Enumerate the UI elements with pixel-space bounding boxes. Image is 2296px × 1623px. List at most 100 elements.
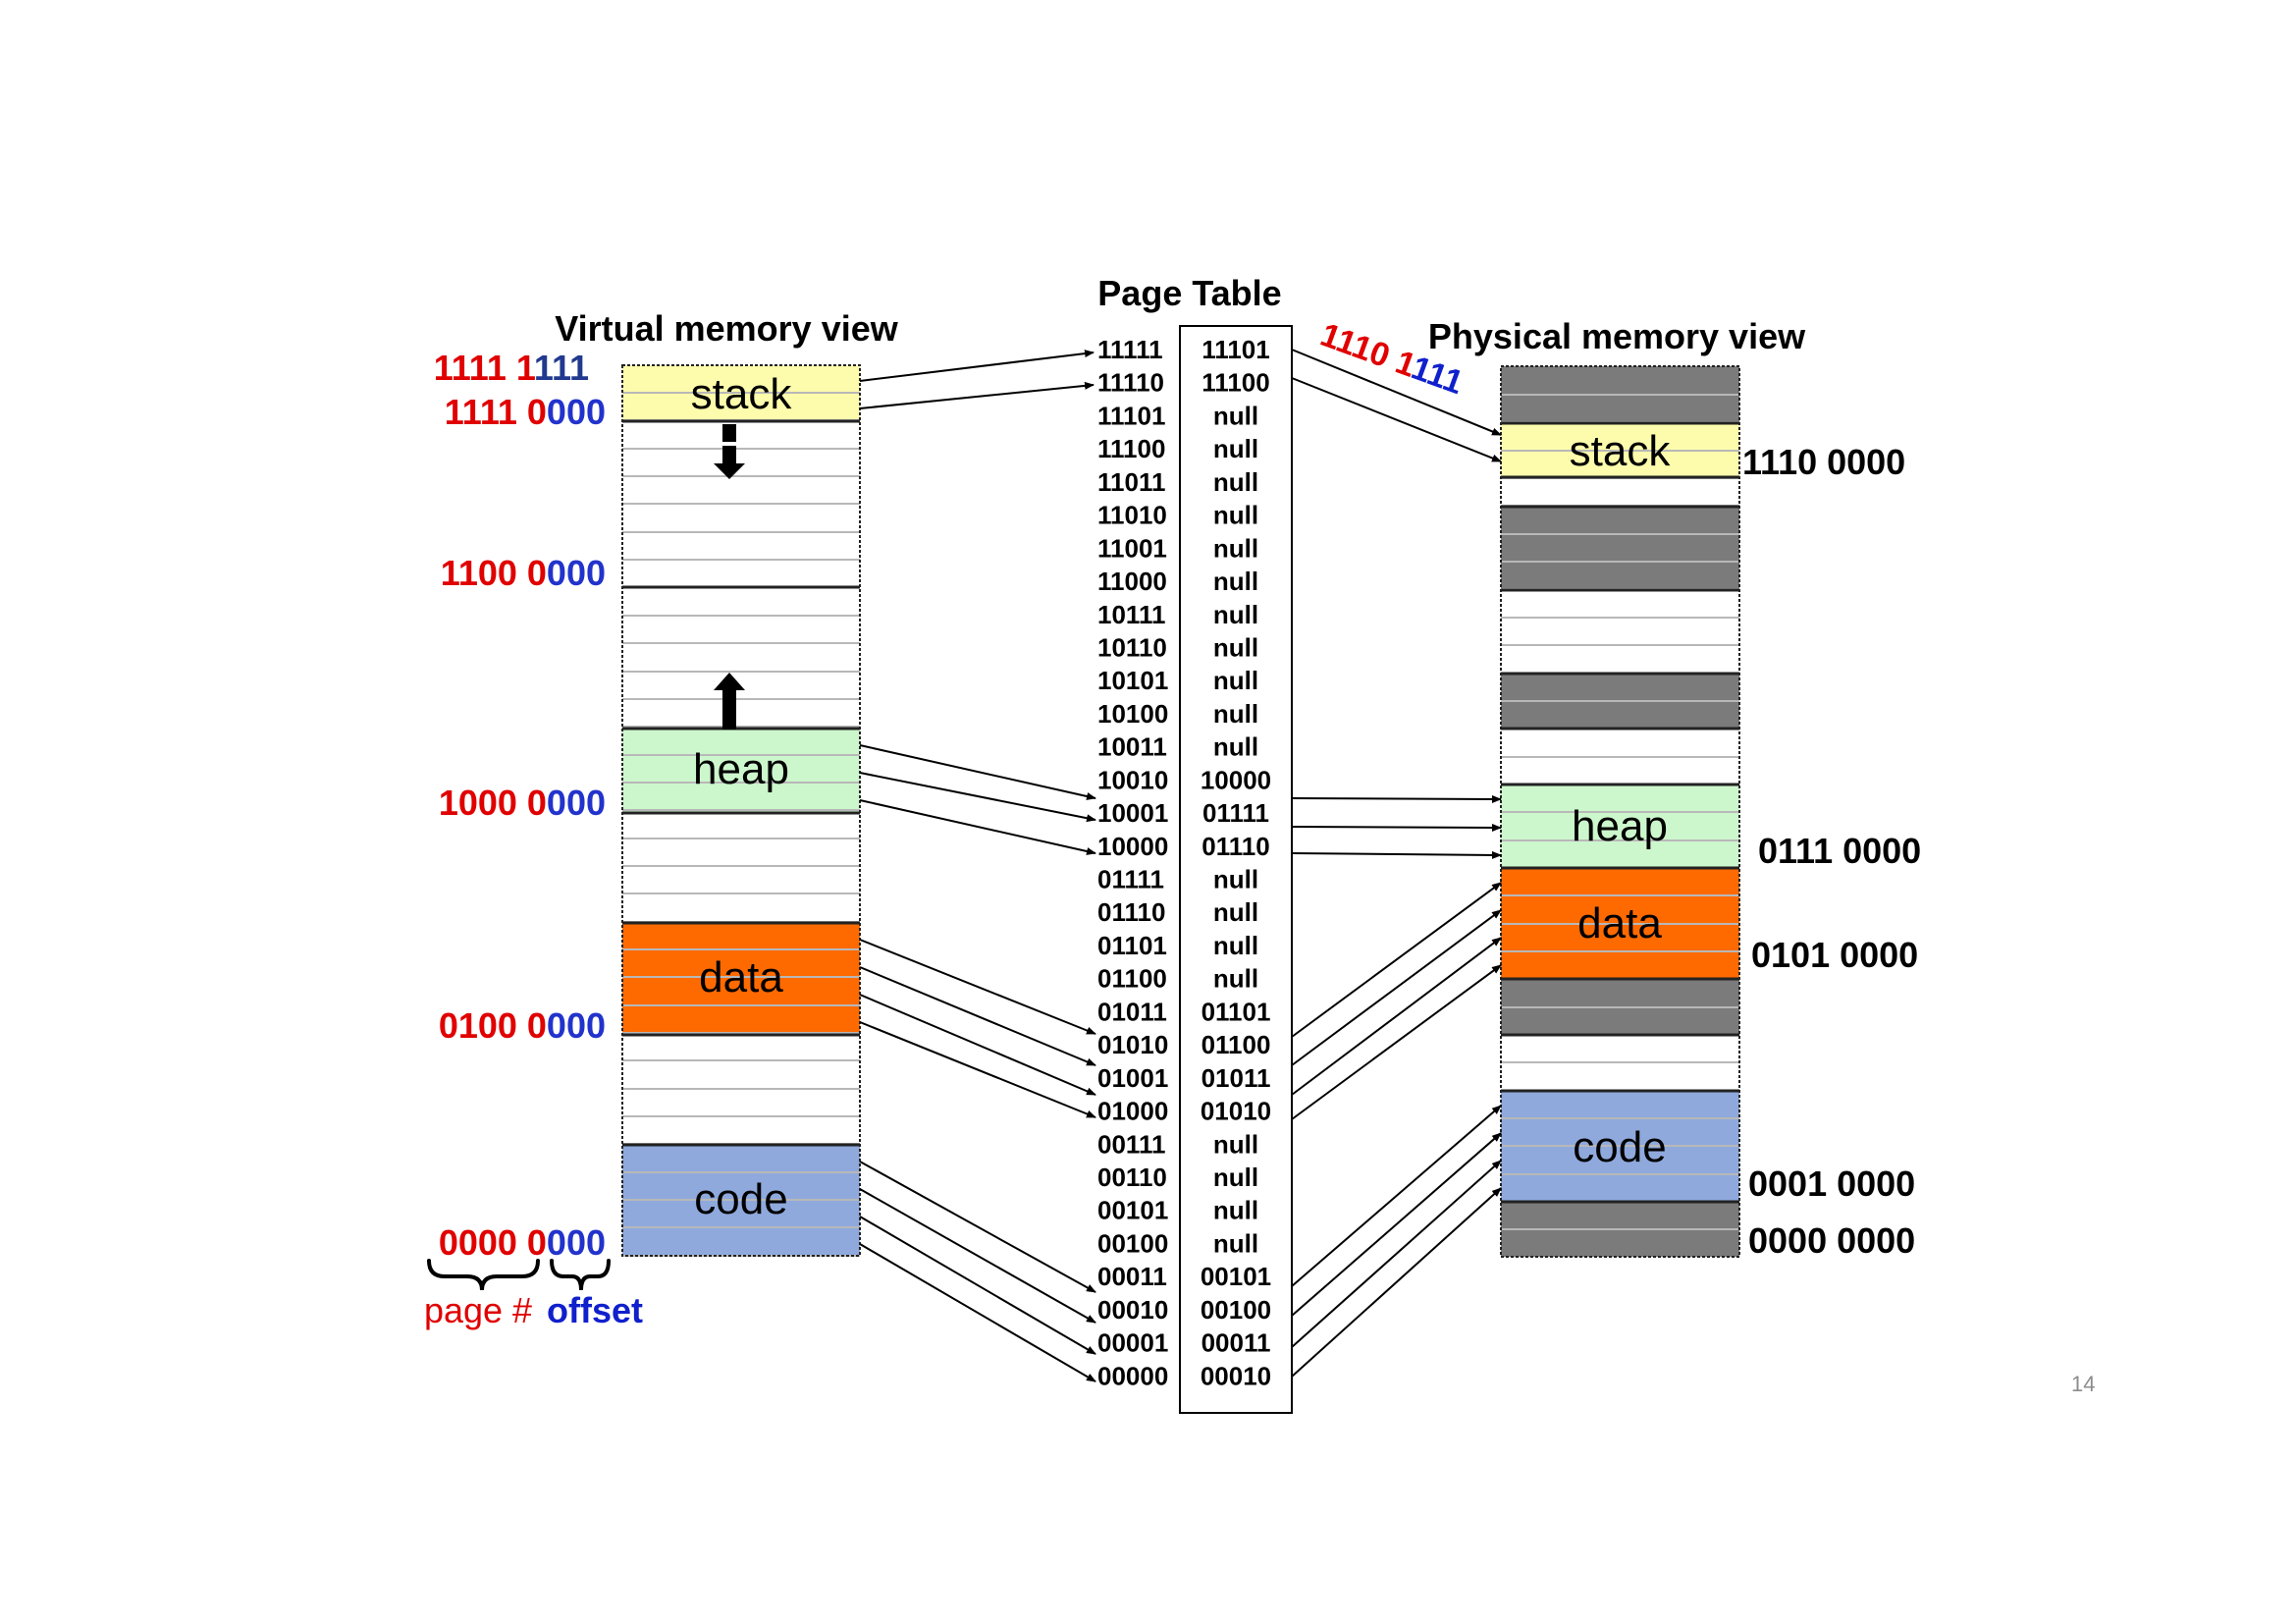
page-table-ppn: 10000 [1201, 765, 1271, 794]
physical-address-labels: 1110 0000 0111 0000 0101 0000 0001 0000 … [1742, 442, 1921, 1261]
page-table-ppn: null [1213, 964, 1258, 994]
page-table-vpn: 01010 [1097, 1030, 1168, 1059]
offset-legend: offset [547, 1290, 643, 1330]
page-table-ppn: null [1213, 600, 1258, 629]
page-table-ppn: null [1213, 897, 1258, 927]
page-table-vpn: 01011 [1097, 997, 1167, 1026]
page-table-ppn: 01100 [1201, 1030, 1271, 1059]
page-table-vpn: 01111 [1097, 865, 1164, 894]
page-table-vpn: 00001 [1097, 1328, 1168, 1358]
physical-address: 0111 0000 [1758, 831, 1921, 871]
mapping-arrow [859, 1021, 1096, 1118]
mapping-arrow [859, 772, 1096, 823]
mapping-arrow [859, 1216, 1096, 1355]
page-table-vpn: 11011 [1097, 467, 1165, 497]
mapping-arrow [859, 994, 1096, 1096]
virtual-data-segment [622, 924, 860, 1034]
page-table-row: 00001 00011 [1097, 1328, 1270, 1358]
page-table-ppn: 01111 [1202, 798, 1269, 828]
page-table-vpn: 00111 [1097, 1129, 1165, 1159]
physical-unused-region [1501, 508, 1739, 589]
virtual-address: 1111 0000 [445, 392, 606, 432]
page-table-row: 10001 01111 [1097, 798, 1269, 828]
mapping-arrow [859, 350, 1095, 382]
virtual-memory-column: stack heap data code [621, 364, 861, 1257]
page-table-row: 11011 null [1097, 467, 1258, 497]
page-table-ppn: null [1213, 699, 1258, 729]
page-table-ppn: 00100 [1201, 1295, 1271, 1325]
mapping-arrow [1291, 377, 1502, 462]
page-table-vpn: 11001 [1097, 533, 1167, 563]
mapping-arrow [1291, 909, 1502, 1066]
page-table-vpn: 10011 [1097, 732, 1167, 762]
virtual-address: 1000 0000 [439, 783, 606, 823]
page-table-ppn: 00010 [1201, 1361, 1271, 1390]
mapping-arrow [1291, 964, 1502, 1120]
virtual-data-label: data [699, 953, 783, 1001]
page-table-vpn: 11111 [1097, 335, 1163, 364]
mapping-arrow [1291, 1160, 1502, 1348]
mapping-arrow [859, 939, 1096, 1035]
virtual-free-region [622, 422, 860, 728]
virtual-address: 0100 0000 [439, 1005, 606, 1046]
stack-growth-down-arrow-icon [714, 424, 745, 479]
page-table-ppn: 00011 [1201, 1328, 1271, 1358]
page-table-vpn: 01110 [1097, 897, 1165, 927]
page-table-box [1179, 325, 1293, 1414]
page-table-row: 01010 01100 [1097, 1030, 1270, 1059]
physical-address: 0001 0000 [1748, 1163, 1915, 1204]
physical-memory-title: Physical memory view [1428, 316, 1806, 356]
page-table-row: 01110 null [1097, 897, 1258, 927]
page-table-vpn: 11010 [1097, 501, 1167, 530]
page-table-ppn: null [1213, 732, 1258, 762]
page-table-ppn: null [1213, 1228, 1258, 1258]
mapping-arrow [1291, 937, 1502, 1096]
page-table-vpn: 10101 [1097, 666, 1168, 695]
physical-address: 1110 0000 [1742, 442, 1905, 482]
page-table-ppn: null [1213, 931, 1258, 960]
page-table-vpn: 01101 [1097, 931, 1167, 960]
page-table-row: 10011 null [1097, 732, 1258, 762]
page-table-vpn: 11000 [1097, 567, 1167, 596]
physical-free-region [1501, 478, 1739, 506]
page-table-ppn: 11101 [1201, 335, 1269, 364]
mapping-arrow [1291, 850, 1502, 859]
page-table-row: 10111 null [1097, 600, 1258, 629]
mapping-arrow [859, 1161, 1096, 1293]
physical-address: 0000 0000 [1748, 1220, 1915, 1261]
page-table-row: 11001 null [1097, 533, 1258, 563]
page-table-vpn: 10001 [1097, 798, 1168, 828]
page-table-ppn: null [1213, 533, 1258, 563]
physical-heap-segment [1501, 785, 1739, 867]
mapping-arrow [1291, 1132, 1502, 1317]
page-table-ppn: null [1213, 501, 1258, 530]
mapping-arrow [859, 381, 1095, 409]
page-table-ppn: null [1213, 467, 1258, 497]
mapping-arrow [859, 966, 1096, 1066]
slide-number: 14 [2071, 1372, 2096, 1396]
mapping-arrow [1291, 349, 1502, 436]
page-table-vpn: 00011 [1097, 1262, 1167, 1291]
mapping-arrows [859, 349, 1502, 1382]
page-number-legend: page # [424, 1290, 532, 1330]
page-table-ppn: null [1213, 632, 1258, 662]
page-table-ppn: 01110 [1201, 832, 1269, 861]
page-table-vpn: 10111 [1097, 600, 1165, 629]
virtual-heap-segment [622, 730, 860, 812]
physical-stack-label: stack [1570, 427, 1672, 475]
